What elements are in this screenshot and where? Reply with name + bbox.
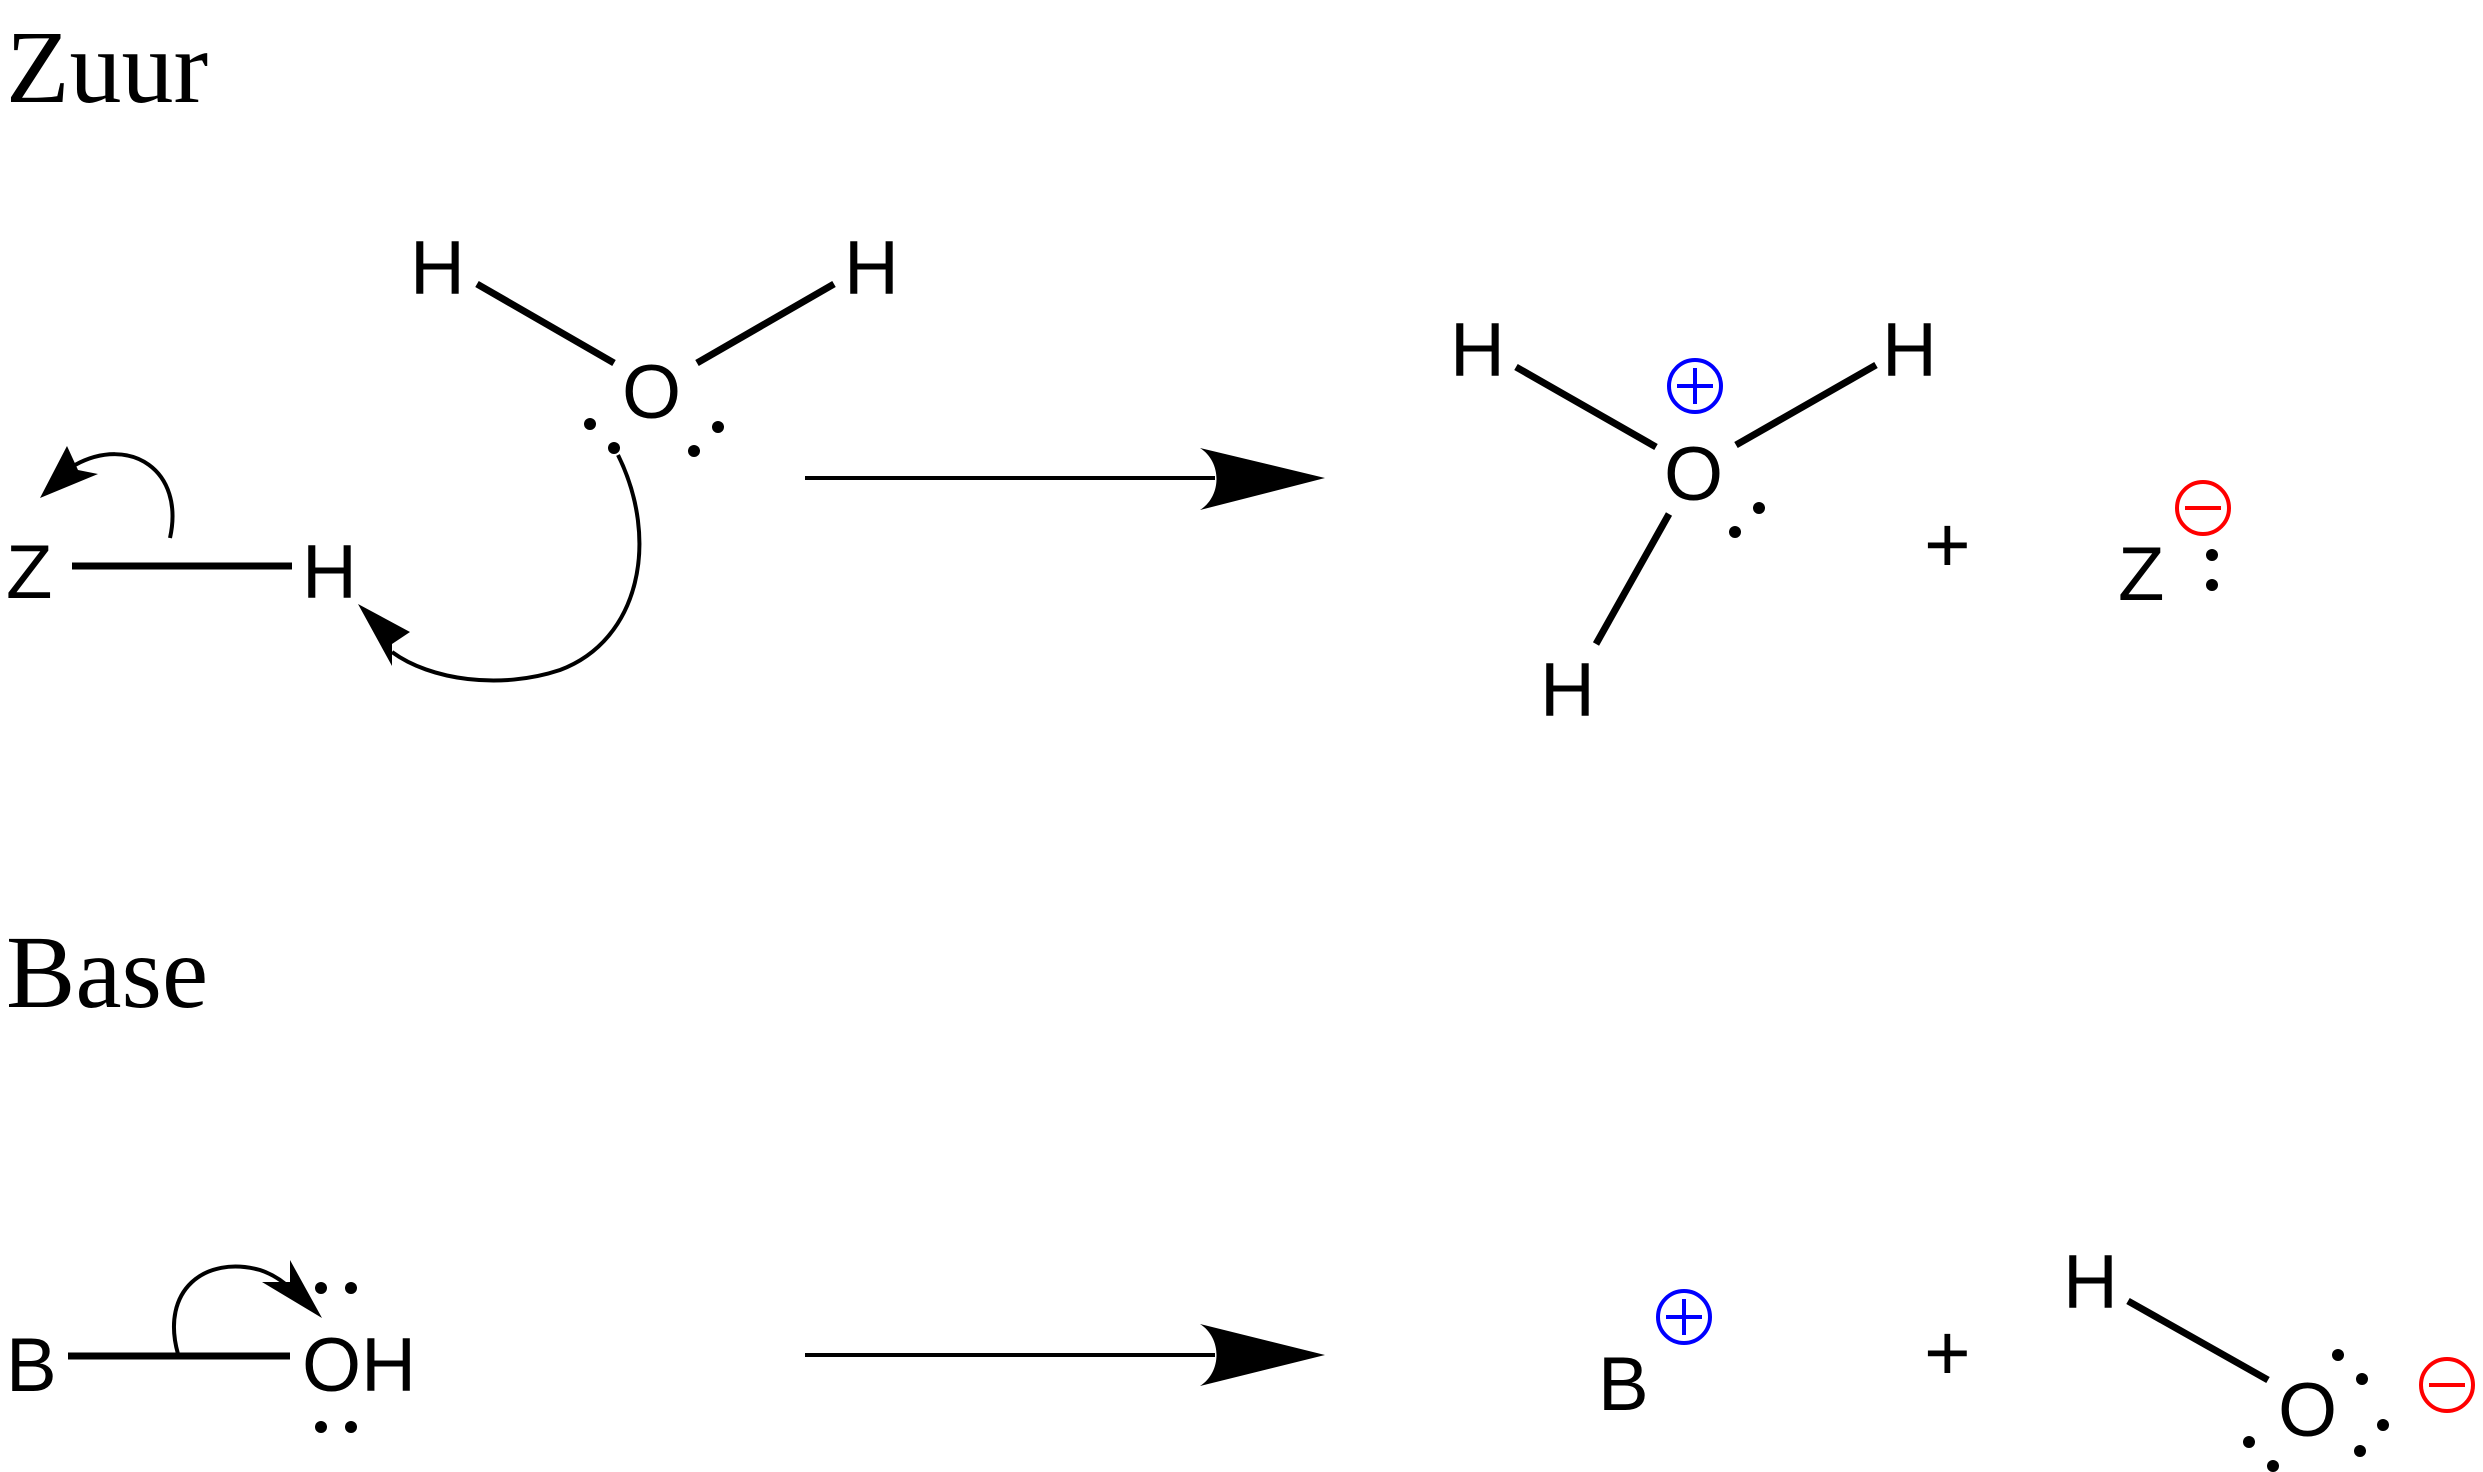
atom-b: B [6,1323,57,1408]
curved-electron-arrow [171,1264,294,1355]
reaction-arrow [805,1324,1325,1386]
conjugate-acid-b: B [1598,1289,1712,1427]
curved-arrow-head [40,446,98,498]
atom-h: H [302,530,357,615]
section-title-acid: Zuur [6,10,208,125]
section-title-base: Base [6,915,208,1030]
atom-h: H [2063,1240,2118,1325]
acid-zh-molecule: Z H [6,530,357,615]
base-boh-molecule: B OH [6,1282,416,1433]
conjugate-base-z: Z [2118,480,2231,617]
curved-electron-arrow [390,454,642,683]
acid-water-molecule: H O H [410,226,899,457]
lone-pair-dots [2332,1349,2368,1385]
atom-o: O [622,350,681,435]
negative-charge-icon [2175,480,2231,536]
curved-electron-arrow [74,452,175,539]
lone-pair-dots [2354,1419,2389,1457]
atom-z: Z [2118,532,2164,617]
lone-pair-dots [2243,1436,2279,1472]
bond-o-h [475,280,616,367]
bond-o-h [695,280,836,367]
bond-o-h [1514,363,1658,451]
bond-o-h [1734,361,1878,449]
plus-sign: + [1924,500,1971,589]
atom-h: H [844,226,899,311]
positive-charge-icon [1656,1289,1712,1345]
positive-charge-icon [1667,358,1723,414]
curved-arrow-head [262,1260,322,1318]
curved-arrow-head [358,604,410,666]
lone-pair-dots [584,418,620,454]
atom-h: H [1540,648,1595,733]
bond-o-h [2126,1297,2270,1384]
atom-o: O [1664,432,1723,517]
atom-z: Z [6,530,52,615]
atom-h: H [1450,308,1505,393]
reaction-arrow [805,448,1325,510]
lone-pair-dots [315,1421,357,1433]
atom-h: H [1882,308,1937,393]
atom-o: O [2278,1368,2337,1453]
lone-pair-dots [315,1282,357,1294]
lone-pair-dots [2206,549,2218,591]
hydronium-molecule: H O H H [1450,308,1937,733]
atom-h: H [410,226,465,311]
atom-b: B [1598,1342,1649,1427]
hydroxide-ion: H O [2063,1240,2475,1472]
atom-oh: OH [302,1323,416,1408]
lone-pair-dots [688,421,724,457]
lone-pair-dots [1729,502,1765,538]
bond-o-h [1592,512,1673,646]
plus-sign: + [1924,1308,1971,1397]
negative-charge-icon [2419,1357,2475,1413]
